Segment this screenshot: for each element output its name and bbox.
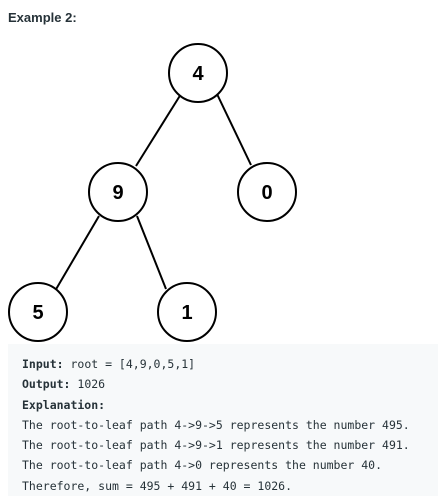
input-line: Input: root = [4,9,0,5,1] <box>22 354 438 374</box>
explanation-line: Therefore, sum = 495 + 491 + 40 = 1026. <box>22 478 293 493</box>
explanation-line: The root-to-leaf path 4->9->1 represents… <box>22 438 410 453</box>
tree-edge-9-1 <box>136 215 167 290</box>
tree-edge-4-0 <box>216 93 252 166</box>
explanation-label: Explanation: <box>22 397 106 412</box>
output-value: 1026 <box>70 377 106 392</box>
input-label: Input: <box>22 357 64 371</box>
tree-node-label: 5 <box>32 302 43 324</box>
tree-edge-4-9 <box>135 93 182 167</box>
tree-node-1: 1 <box>157 282 217 342</box>
example-code-block: Input: root = [4,9,0,5,1] Output: 1026 E… <box>8 344 438 496</box>
tree-node-4: 4 <box>168 43 228 103</box>
input-value: root = [4,9,0,5,1] <box>63 357 196 371</box>
tree-node-label: 4 <box>192 63 204 85</box>
tree-node-0: 0 <box>237 162 297 222</box>
tree-node-5: 5 <box>8 282 68 342</box>
explanation-line: The root-to-leaf path 4->9->5 represents… <box>22 417 410 432</box>
tree-node-9: 9 <box>88 162 148 222</box>
tree-node-label: 9 <box>112 182 123 204</box>
tree-node-label: 0 <box>261 182 272 204</box>
example-heading: Example 2: <box>8 10 77 25</box>
explanation-label-line: Explanation: <box>22 395 438 415</box>
tree-edge-9-5 <box>54 215 100 292</box>
explanation-line: The root-to-leaf path 4->0 represents th… <box>22 458 383 473</box>
binary-tree-diagram: 4 9 0 5 1 <box>8 43 297 342</box>
tree-node-label: 1 <box>181 302 192 324</box>
output-line: Output: 1026 <box>22 374 438 394</box>
output-label: Output: <box>22 377 71 392</box>
